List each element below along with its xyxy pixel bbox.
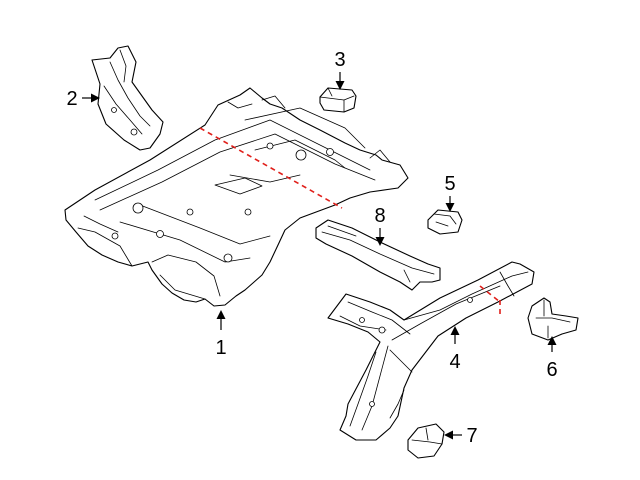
arrow-5 [445,203,455,212]
part-4-rear-rail [327,261,535,441]
callout-1: 1 [215,337,226,359]
cut-line-floor [199,127,343,209]
arrow-4 [450,326,460,335]
part-3-small-bracket [319,87,357,113]
callout-6: 6 [546,359,557,381]
part-8-cross-member [315,219,441,291]
callout-7: 7 [466,425,477,447]
callout-3: 3 [334,49,345,71]
callout-5: 5 [444,173,455,195]
part-7-bracket [407,423,445,459]
callout-8: 8 [374,205,385,227]
arrow-6 [547,336,557,345]
cut-lines [199,127,501,318]
part-5-small-plate [427,209,463,235]
arrow-7 [444,430,453,440]
part-1-rear-floor-pan [64,87,409,307]
part-2-bracket [91,45,164,151]
callouts: 1 2 3 4 5 6 7 8 [66,49,557,447]
leaders [82,72,557,440]
arrow-8 [375,237,385,246]
cut-line-rail-diagonal [479,285,501,303]
arrow-2 [91,93,100,103]
arrow-3 [335,81,345,90]
part-6-bracket [527,297,579,341]
callout-4: 4 [449,351,460,373]
arrow-1 [216,310,226,319]
callout-2: 2 [66,88,77,110]
